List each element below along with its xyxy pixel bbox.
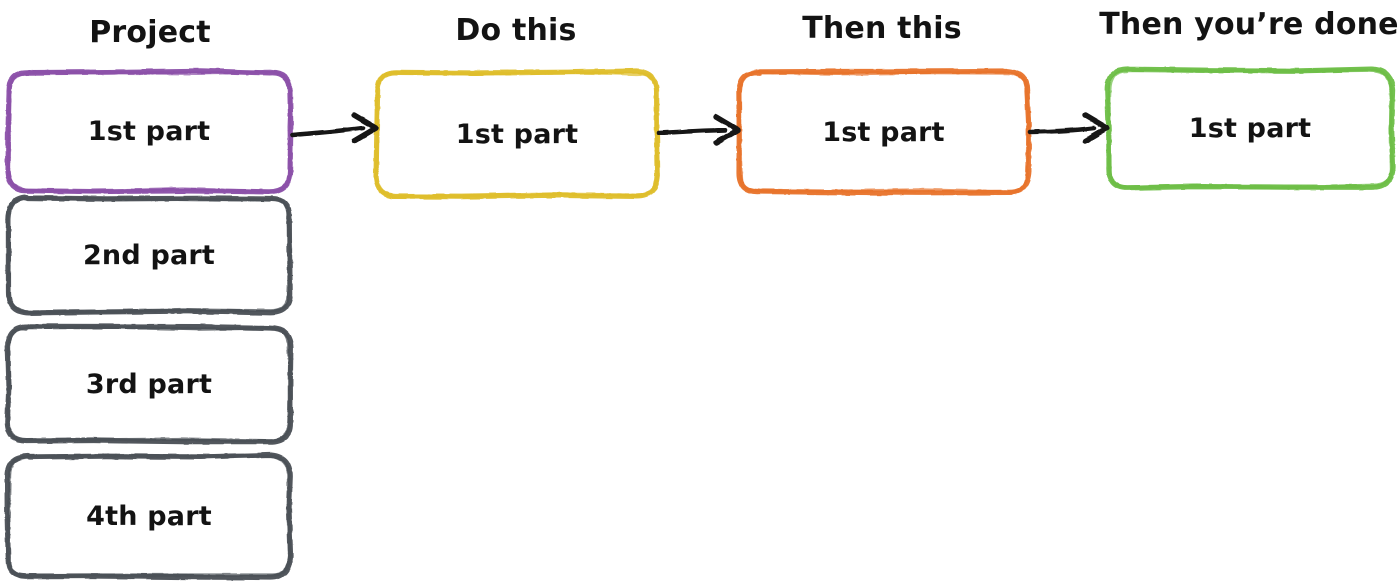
node-label-project-2: 2nd part <box>82 239 216 271</box>
arrow-do-this-to-then-this <box>656 114 741 146</box>
arrow-then-this-to-done <box>1027 112 1110 144</box>
column-header-do-this: Do this <box>455 13 577 48</box>
node-label-do-this-1: 1st part <box>455 118 579 150</box>
node-label-then-this-1: 1st part <box>822 116 945 148</box>
node-label-project-3: 3rd part <box>85 368 213 400</box>
arrow-project-to-do-this <box>289 112 379 144</box>
column-header-then-this: Then this <box>802 11 962 46</box>
column-header-then-youre-done: Then you’re done <box>1099 7 1399 42</box>
column-header-project: Project <box>89 15 211 50</box>
node-label-project-4: 4th part <box>86 501 212 532</box>
node-label-then-youre-done-1: 1st part <box>1188 113 1312 144</box>
node-label-project-1: 1st part <box>87 116 211 147</box>
